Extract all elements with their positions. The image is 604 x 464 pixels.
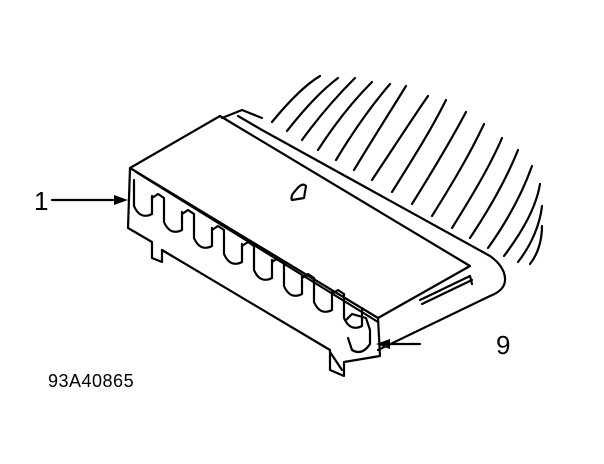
figure-id: 93A40865	[48, 371, 135, 391]
latch-nub	[290, 183, 308, 202]
callout-label-1: 1	[34, 186, 49, 216]
connector-front-face	[126, 166, 382, 378]
callout-label-9: 9	[496, 330, 511, 360]
arrowhead-9-icon	[376, 339, 390, 349]
callout-arrows	[50, 198, 422, 346]
cavities	[132, 178, 372, 354]
arrowhead-1-icon	[114, 195, 128, 205]
connector-top-face	[128, 114, 472, 324]
wire-bundle	[270, 74, 544, 266]
rear-flange	[220, 108, 507, 352]
side-lock-tab	[418, 274, 474, 306]
